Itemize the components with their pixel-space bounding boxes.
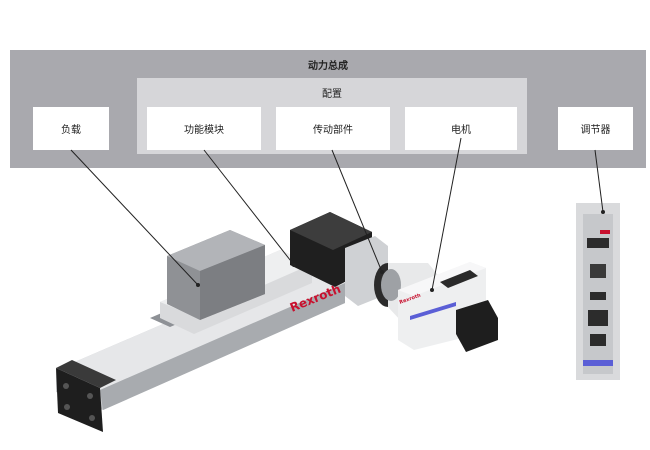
powertrain-title: 动力总成 xyxy=(308,61,348,72)
transmission-box: 传动部件 xyxy=(276,107,390,150)
configuration-title: 配置 xyxy=(322,89,342,100)
controller-box: 调节器 xyxy=(558,107,633,150)
callout-dots xyxy=(196,210,605,292)
load-box: 负载 xyxy=(33,107,109,150)
load-block xyxy=(167,230,265,320)
motor xyxy=(398,262,498,352)
controller-drive xyxy=(576,203,620,380)
end-block xyxy=(290,212,388,306)
callout-lines xyxy=(70,137,604,291)
motor-box: 电机 xyxy=(405,107,517,150)
function-module-box: 功能模块 xyxy=(147,107,261,150)
